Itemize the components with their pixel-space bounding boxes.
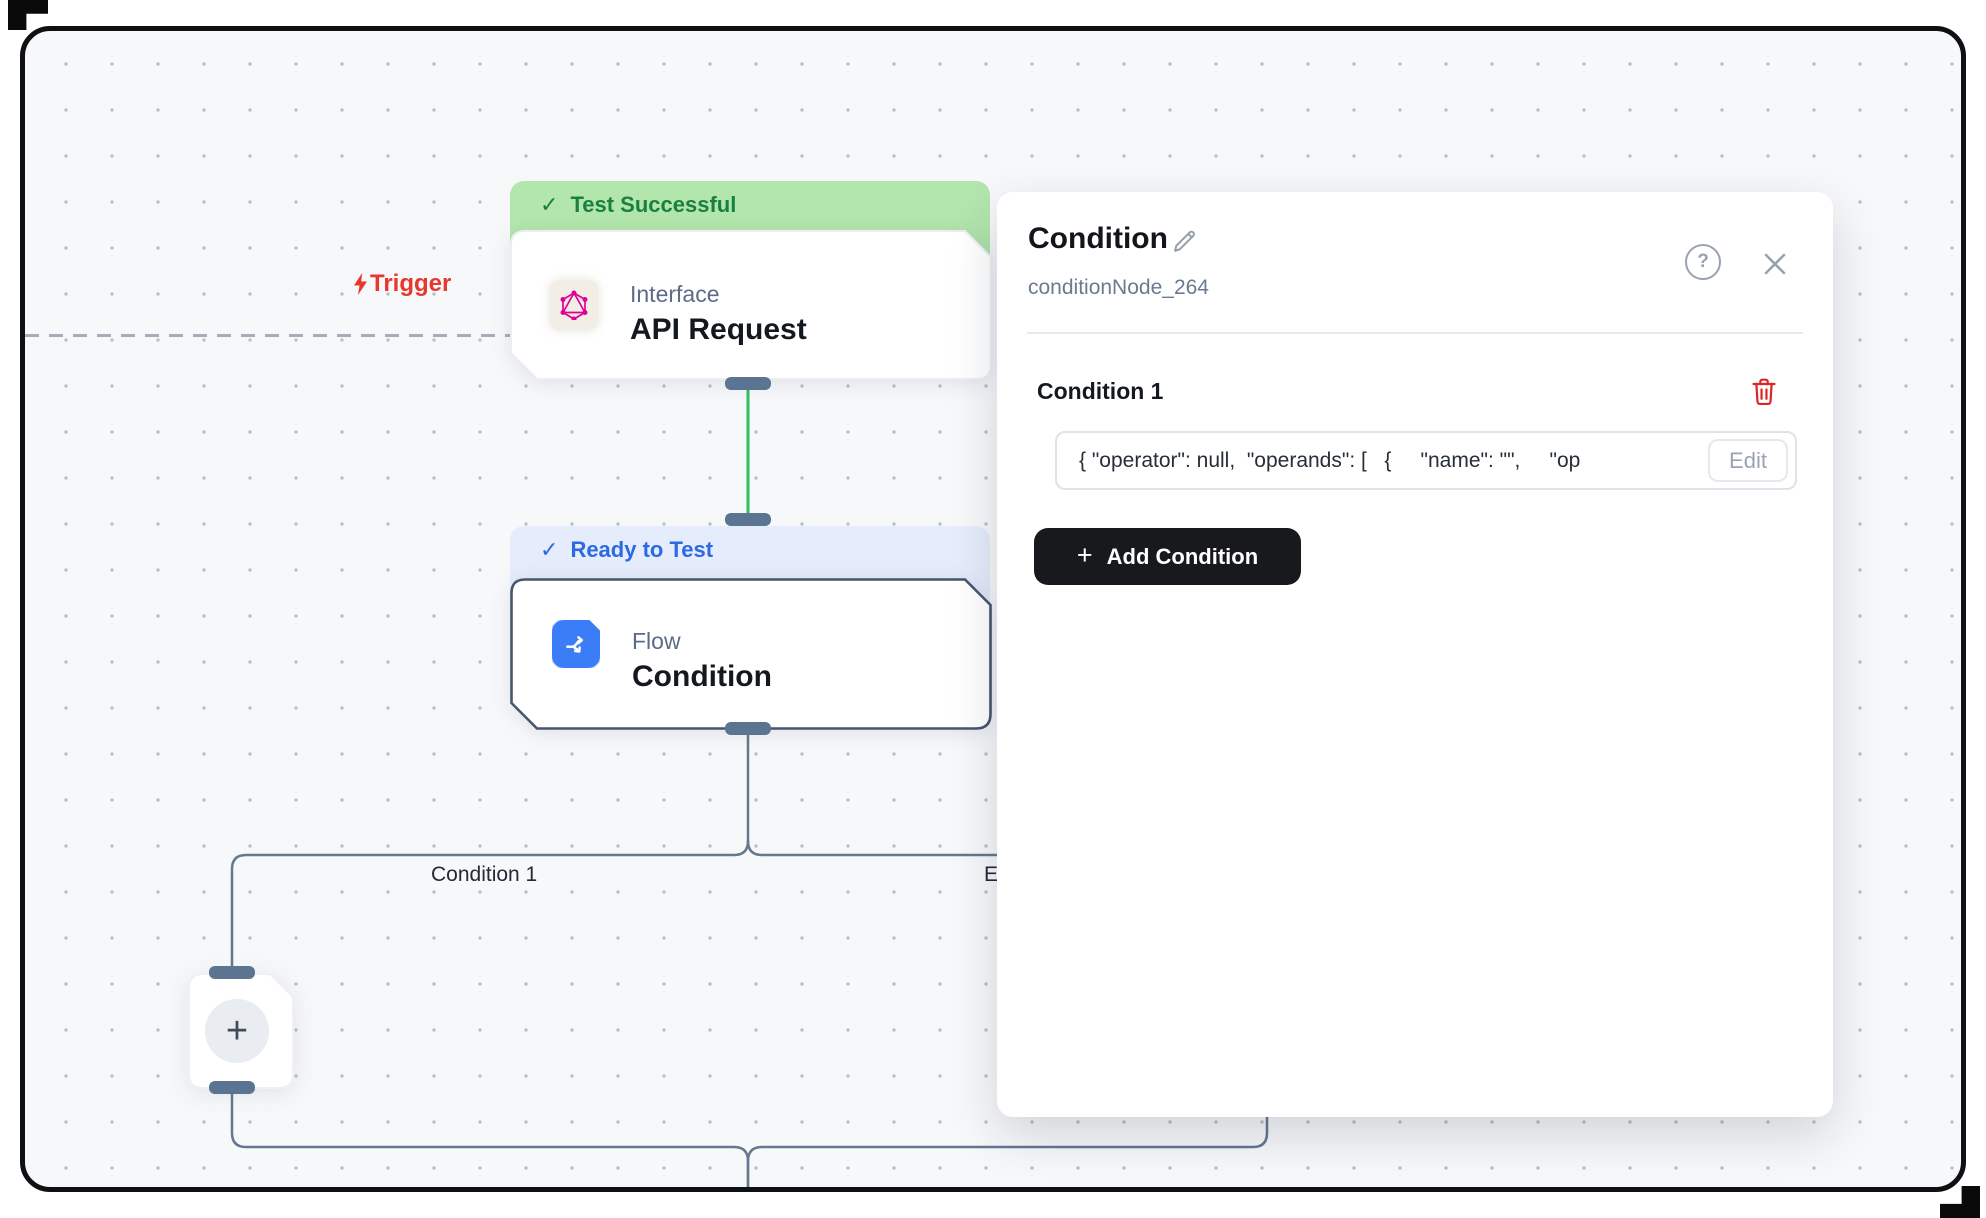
panel-node-id: conditionNode_264 [1028,276,1209,299]
api-node-icon-tile [550,280,598,330]
condition-expression-value: { "operator": null, "operands": [ { "nam… [1079,449,1581,472]
edge-condition-branch-left [230,735,750,966]
condition-node-title: Condition [632,660,772,693]
condition-node-icon-tile [552,620,600,668]
edge-plus-to-merge [230,1093,750,1190]
condition-config-panel: Condition ? conditionNode_264 Condition … [997,192,1833,1117]
handle-condition-top[interactable] [725,513,771,526]
help-icon[interactable]: ? [1685,244,1721,280]
condition-expression-input[interactable]: { "operator": null, "operands": [ { "nam… [1055,431,1797,490]
handle-plus-bottom[interactable] [209,1081,255,1094]
graphql-icon [560,290,588,320]
api-node-status-text: Test Successful [570,192,737,217]
split-arrows-icon [566,636,584,653]
trigger-label: Trigger [352,270,451,298]
check-icon: ✓ [540,537,559,562]
handle-api-bottom[interactable] [725,377,771,390]
edit-expression-button[interactable]: Edit [1708,439,1788,482]
handle-plus-top[interactable] [209,966,255,979]
trigger-zone-divider [25,334,511,337]
api-node-title: API Request [630,313,807,346]
condition-section-label: Condition 1 [1037,378,1164,404]
bolt-icon [354,273,367,295]
trigger-label-text: Trigger [370,270,452,297]
edge-condition-branch-right [746,840,1269,1190]
panel-title: Condition [1028,222,1168,255]
check-icon: ✓ [540,192,559,217]
branch-label-condition-1: Condition 1 [431,863,538,886]
help-glyph: ? [1697,251,1709,272]
close-icon[interactable] [1759,248,1791,280]
plus-icon: + [225,1009,249,1052]
panel-divider [1027,332,1803,334]
add-condition-button[interactable]: + Add Condition [1034,528,1301,585]
plus-icon: + [1076,540,1093,570]
add-condition-label: Add Condition [1106,543,1259,569]
handle-condition-bottom[interactable] [725,722,771,735]
delete-condition-icon[interactable] [1749,376,1779,408]
condition-node-category: Flow [632,628,681,654]
edit-pencil-icon[interactable] [1171,228,1199,256]
add-step-button[interactable]: + [205,999,269,1063]
condition-node-status-text: Ready to Test [570,537,714,562]
api-node-category: Interface [630,281,720,307]
